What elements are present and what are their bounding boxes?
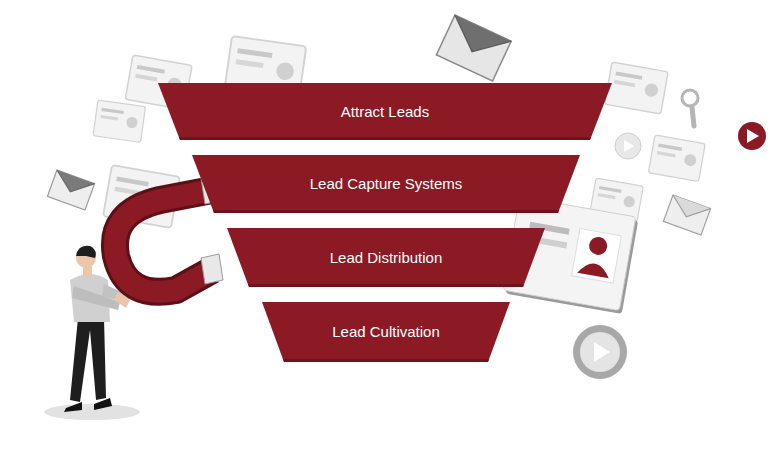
play-icon [573,325,627,379]
magnet [201,254,223,284]
play-icon [747,129,759,143]
envelope-icon [444,15,511,65]
magnet [114,292,130,308]
band-text-area: Lead Capture Systems [192,155,580,213]
band-label: Lead Distribution [330,249,443,267]
profile-card [605,62,669,114]
person-figure [76,246,96,258]
band-text-column: Lead Capture Systems [310,175,463,193]
band-fill [158,83,612,140]
play-icon [580,332,620,372]
band-fill [262,302,510,362]
band-text-area: Attract Leads [158,83,612,140]
magnifier-icon [682,90,698,126]
magnet [114,174,223,308]
envelope-icon [47,170,94,210]
person-figure [64,398,112,412]
play-icon [615,133,641,159]
band-text-area: Lead Distribution [227,228,545,287]
band-edge [248,284,524,287]
funnel-band: Lead Capture Systems [192,155,580,213]
play-icon [738,122,766,150]
profile-card [93,100,146,142]
band-label: Lead Capture Systems [310,175,463,193]
band-fill [227,228,545,287]
band-text-column: Lead Distribution [330,249,443,267]
envelope-icon [663,195,710,235]
person-figure [70,318,106,402]
envelope-icon [668,195,711,224]
band-edge [179,137,591,140]
envelope-icon [436,15,511,81]
profile-card-large [588,236,609,257]
magnifier-icon [692,107,694,126]
person-figure [72,286,120,310]
band-label: Attract Leads [341,103,429,121]
envelope-icon [436,15,511,81]
band-text-area: Lead Cultivation [262,302,510,362]
magnet [115,190,212,292]
profile-card-large [572,228,622,283]
person-figure [44,404,140,420]
profile-card-large [577,261,611,278]
band-fill [192,155,580,213]
play-icon [738,122,766,150]
play-icon [615,133,641,159]
band-text-column: Attract Leads [341,103,429,121]
funnel-band: Lead Cultivation [262,302,510,362]
band-edge [213,210,559,213]
band-text-column: Lead Cultivation [332,323,440,341]
profile-card [648,135,705,182]
envelope-icon [52,170,95,199]
play-icon [624,140,634,152]
magnet [115,190,212,292]
funnel-band: Lead Distribution [227,228,545,287]
play-icon [594,342,610,362]
magnifier-icon [682,90,698,106]
envelope-icon [47,170,94,210]
envelope-icon [663,195,710,235]
play-icon [573,325,627,379]
funnel-band: Attract Leads [158,83,612,140]
band-label: Lead Cultivation [332,323,440,341]
band-edge [283,359,489,362]
